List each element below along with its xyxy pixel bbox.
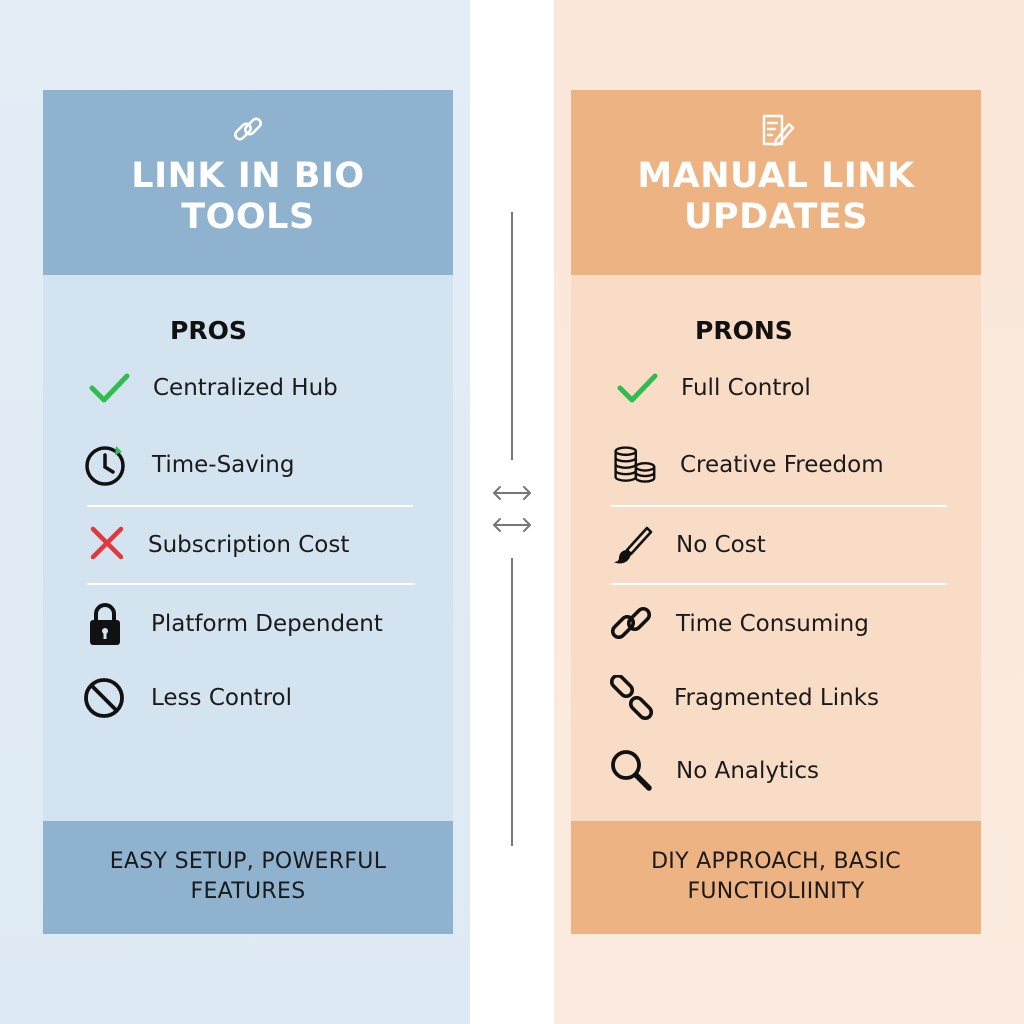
footer-line-2: FEATURES [190,879,306,904]
title-line-2: UPDATES [684,197,868,237]
double-arrow-icon [493,486,531,500]
list-item: Full Control [615,365,995,415]
card-title: MANUAL LINK UPDATES [571,156,981,238]
divider [611,505,947,507]
title-line-2: TOOLS [181,197,315,237]
edit-document-icon [762,114,795,147]
footer-line-1: EASY SETUP, POWERFUL [109,849,387,874]
footer-line-2: FUNCTIOLIINITY [687,879,865,904]
divider [611,583,947,585]
item-label: No Cost [676,532,766,558]
item-label: No Analytics [676,758,820,784]
item-label: Platform Dependent [151,611,383,637]
list-item: Subscription Cost [87,522,467,572]
item-label: Full Control [681,375,811,401]
list-item: Platform Dependent [87,601,467,651]
list-item: No Cost [611,522,991,572]
check-icon [89,373,130,403]
list-item: Centralized Hub [87,365,467,415]
card-footer: DIY APPROACH, BASIC FUNCTIOLIINITY [571,821,981,934]
double-arrow-icon [493,518,531,532]
list-item: Creative Freedom [611,442,991,492]
list-item: Less Control [83,675,463,725]
title-line-1: LINK IN BIO [131,156,365,196]
lock-icon [90,603,120,645]
footer-line-1: DIY APPROACH, BASIC [651,849,901,874]
magnifier-icon [611,750,652,791]
list-item: No Analytics [609,748,989,798]
footer-text: DIY APPROACH, BASIC FUNCTIOLIINITY [591,847,961,907]
check-icon [617,373,658,403]
item-label: Fragmented Links [674,685,880,711]
ban-icon [84,678,124,718]
card-footer: EASY SETUP, POWERFUL FEATURES [43,821,453,934]
card-header: LINK IN BIO TOOLS [43,90,453,275]
link-icon [234,117,262,141]
brush-icon [614,526,653,564]
coins-icon [614,446,656,483]
divider [87,505,413,507]
broken-link-icon [609,675,654,721]
manual-link-updates-card: MANUAL LINK UPDATES PRONS Full Control C… [571,90,981,934]
card-header: MANUAL LINK UPDATES [571,90,981,275]
chain-link-icon [610,606,652,640]
separator-line-bottom [511,558,513,846]
link-in-bio-card: LINK IN BIO TOOLS PROS Centralized Hub T… [43,90,453,934]
list-item: Fragmented Links [609,675,989,725]
section-title: PROS [170,316,247,345]
list-item: Time-Saving [83,442,463,492]
footer-text: EASY SETUP, POWERFUL FEATURES [63,847,433,907]
item-label: Creative Freedom [680,452,884,478]
center-gutter [470,0,554,1024]
title-line-1: MANUAL LINK [637,156,915,196]
card-title: LINK IN BIO TOOLS [43,156,453,238]
divider [87,583,415,585]
clock-icon [85,446,125,486]
item-label: Time Consuming [676,611,869,637]
separator-line-top [511,212,513,460]
item-label: Subscription Cost [148,532,350,558]
item-label: Less Control [151,685,292,711]
list-item: Time Consuming [609,601,989,651]
item-label: Centralized Hub [153,375,338,401]
cross-icon [90,526,124,560]
section-title: PRONS [695,316,793,345]
item-label: Time-Saving [152,452,295,478]
